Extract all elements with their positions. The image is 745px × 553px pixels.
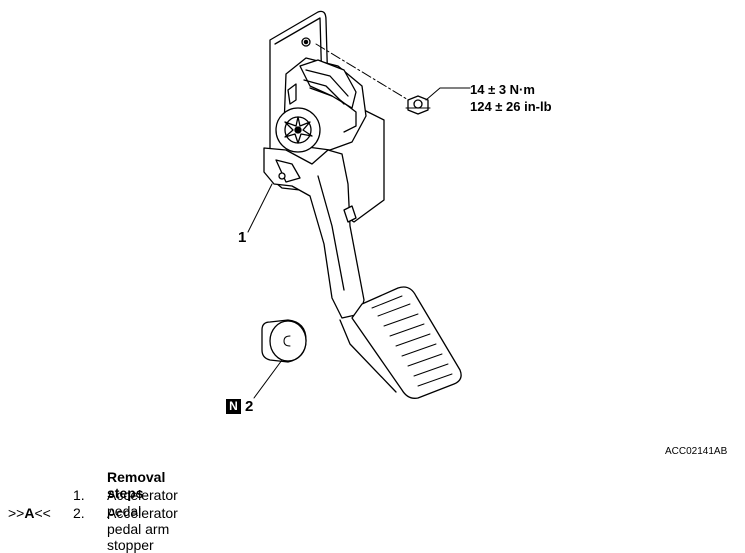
- service-point-mark: >>A<<: [8, 505, 51, 521]
- callout-2-leader: [253, 359, 283, 399]
- figure-code: ACC02141AB: [665, 446, 728, 457]
- callout-1-leader: [247, 183, 273, 233]
- callout-label-2: N 2: [226, 398, 253, 415]
- step-number: 2.: [73, 505, 85, 521]
- step-label: Accelerator pedal: [107, 487, 178, 519]
- step-label: Accelerator pedal arm stopper: [107, 505, 178, 553]
- callout-label-1: 1: [238, 229, 247, 246]
- centerline: [315, 43, 416, 105]
- steps-heading: Removal steps: [107, 469, 166, 501]
- step-number: 1.: [73, 487, 85, 503]
- torque-imperial: 124 ± 26 in-lb: [470, 99, 552, 114]
- callout-label-2-number: 2: [245, 398, 254, 415]
- pedal-illustration: [247, 10, 471, 399]
- service-note-badge: N: [226, 399, 241, 414]
- torque-leader: [425, 87, 471, 101]
- torque-metric: 14 ± 3 N·m: [470, 82, 535, 97]
